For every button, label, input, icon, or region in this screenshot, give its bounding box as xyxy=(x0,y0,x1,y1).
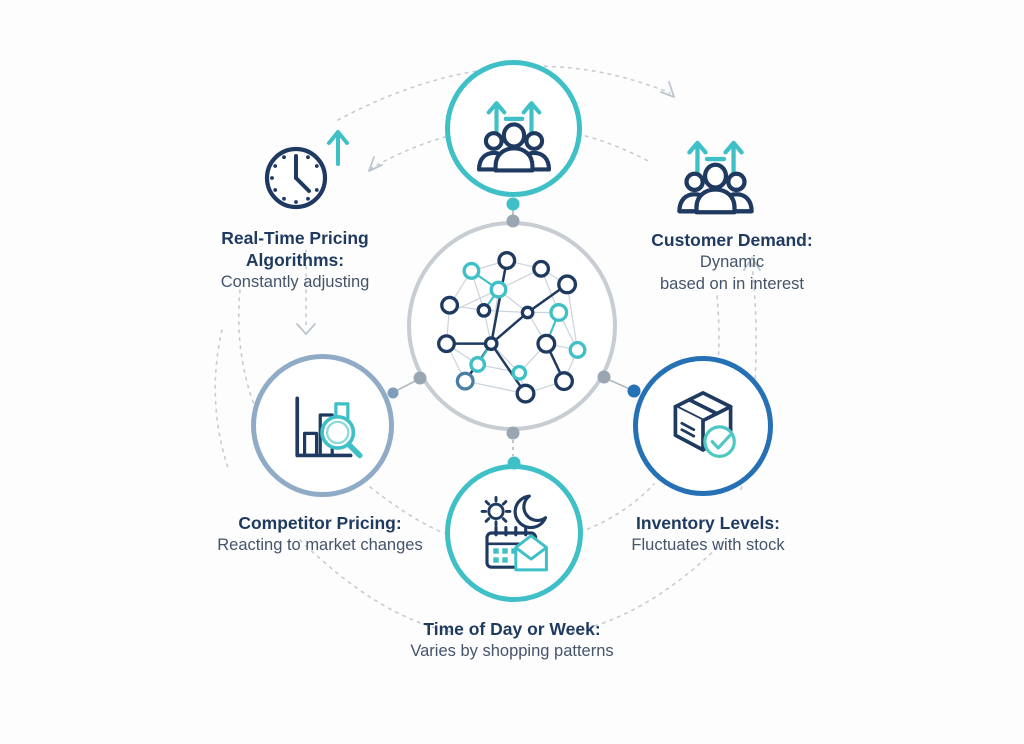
competitor-pricing-label: Competitor Pricing: Reacting to market c… xyxy=(198,512,442,556)
dot-top-circle xyxy=(506,197,520,211)
time-heading: Time of Day or Week: xyxy=(423,619,601,639)
dot-left-circle xyxy=(387,387,399,399)
bar-chart-magnifier-icon xyxy=(294,396,363,458)
arrowhead-top-left xyxy=(368,156,383,172)
time-of-day-circle xyxy=(445,464,583,602)
time-description: Varies by shopping patterns xyxy=(410,642,614,660)
clock-icon xyxy=(264,146,328,210)
inventory-heading: Inventory Levels: xyxy=(636,513,780,533)
arrow-up-icon xyxy=(327,130,349,166)
envelope-icon xyxy=(514,534,548,572)
guide-line-left-a xyxy=(238,289,258,413)
customer-heading: Customer Demand: xyxy=(651,230,813,250)
customer-description-line1: Dynamic xyxy=(699,253,765,271)
network-hub xyxy=(407,221,617,431)
customer-group-circle xyxy=(445,60,582,197)
competitor-description: Reacting to market changes xyxy=(217,536,423,554)
inventory-levels-label: Inventory Levels: Fluctuates with stock xyxy=(598,512,818,556)
inventory-description: Fluctuates with stock xyxy=(631,536,785,554)
time-of-day-label: Time of Day or Week: Varies by shopping … xyxy=(382,618,642,662)
competitor-pricing-circle xyxy=(251,354,394,497)
moon-icon xyxy=(513,494,548,530)
realtime-heading-line2: Algorithms: xyxy=(245,250,345,270)
customer-group-arrows-icon xyxy=(468,83,560,175)
customer-group-arrows-icon xyxy=(668,122,763,217)
spoke-right xyxy=(604,377,633,391)
sun-icon xyxy=(480,496,512,527)
spoke-left xyxy=(393,378,420,393)
package-check-icon xyxy=(673,391,736,458)
competitor-heading: Competitor Pricing: xyxy=(238,513,402,533)
realtime-icon-group xyxy=(252,120,362,220)
arrowhead-down-competitor xyxy=(296,323,316,336)
customer-demand-icon-group xyxy=(668,122,763,217)
realtime-heading-line1: Real-Time Pricing xyxy=(221,228,369,248)
customer-demand-label: Customer Demand: Dynamic based on in int… xyxy=(622,229,842,295)
realtime-pricing-label: Real-Time Pricing Algorithms: Constantly… xyxy=(185,227,405,293)
network-graph-icon xyxy=(437,251,587,404)
sun-moon-calendar-icon xyxy=(480,494,548,572)
inventory-circle xyxy=(633,356,773,496)
realtime-description: Constantly adjusting xyxy=(220,273,370,291)
customer-description-line2: based on in interest xyxy=(659,275,804,293)
arrowhead-top-right xyxy=(660,81,675,98)
guide-arc-far-left xyxy=(214,329,229,469)
